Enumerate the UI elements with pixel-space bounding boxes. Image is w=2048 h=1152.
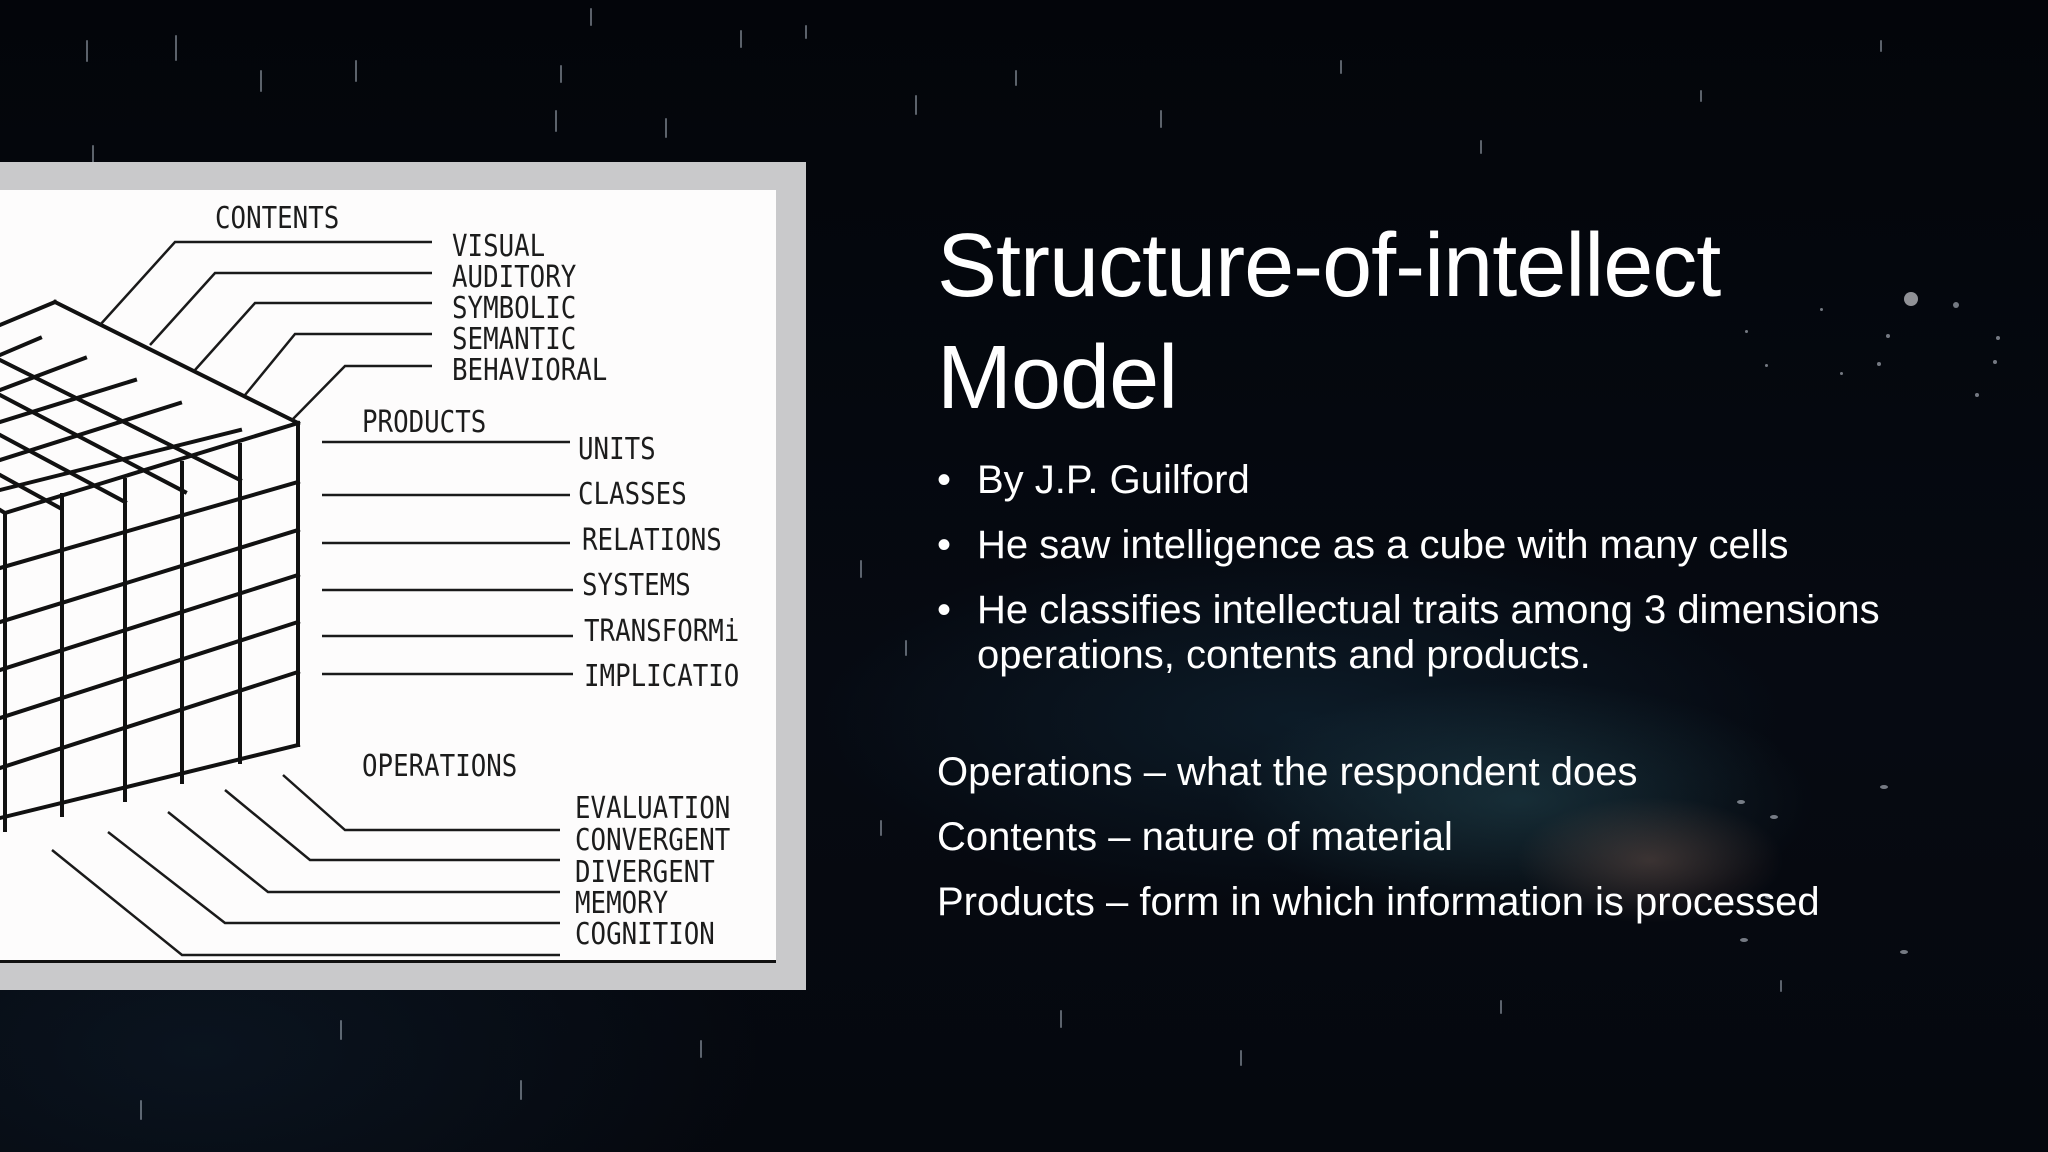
contents-item: SYMBOLIC [452,291,577,326]
products-item: RELATIONS [582,523,722,558]
operations-item: COGNITION [575,917,715,952]
operations-item: DIVERGENT [575,855,715,890]
operations-item: MEMORY [575,886,669,921]
products-item: UNITS [578,432,656,467]
products-item: IMPLICATIO [584,659,740,694]
products-heading: PRODUCTS [362,405,487,440]
bullet-item: • By J.P. Guilford [937,458,1897,503]
contents-heading: CONTENTS [215,201,340,236]
bullet-dot-icon: • [937,588,952,632]
definition-products: Products – form in which information is … [937,880,1820,924]
dimension-definitions: Operations – what the respondent does Co… [937,750,1897,945]
operations-item: CONVERGENT [575,823,731,858]
contents-item: AUDITORY [452,260,577,295]
bullet-text: He classifies intellectual traits among … [977,588,1880,677]
operations-heading: OPERATIONS [362,749,518,784]
bullet-text: He saw intelligence as a cube with many … [977,523,1789,567]
diagram-frame: CONTENTS VISUAL AUDITORY SYMBOLIC SEMANT… [0,162,806,990]
bullet-list: • By J.P. Guilford • He saw intelligence… [937,458,1897,698]
bullet-dot-icon: • [937,458,952,502]
contents-item: SEMANTIC [452,322,577,357]
contents-item: BEHAVIORAL [452,353,608,388]
products-item: TRANSFORMi [584,614,740,649]
definition-contents: Contents – nature of material [937,815,1453,859]
operations-item: EVALUATION [575,791,731,826]
bullet-text: By J.P. Guilford [977,458,1250,502]
products-item: CLASSES [578,477,687,512]
bullet-item: • He classifies intellectual traits amon… [937,588,1897,678]
structure-of-intellect-cube-diagram: CONTENTS VISUAL AUDITORY SYMBOLIC SEMANT… [0,190,776,963]
slide-title-line-1: Structure-of-intellect [937,216,1721,316]
slide-title: Structure-of-intellect Model [937,210,1937,434]
cube-drawing [0,240,573,957]
bullet-item: • He saw intelligence as a cube with man… [937,523,1897,568]
definition-operations: Operations – what the respondent does [937,750,1638,794]
slide-title-line-2: Model [937,328,1178,428]
products-item: SYSTEMS [582,568,691,603]
bullet-dot-icon: • [937,523,952,567]
contents-item: VISUAL [452,229,546,264]
